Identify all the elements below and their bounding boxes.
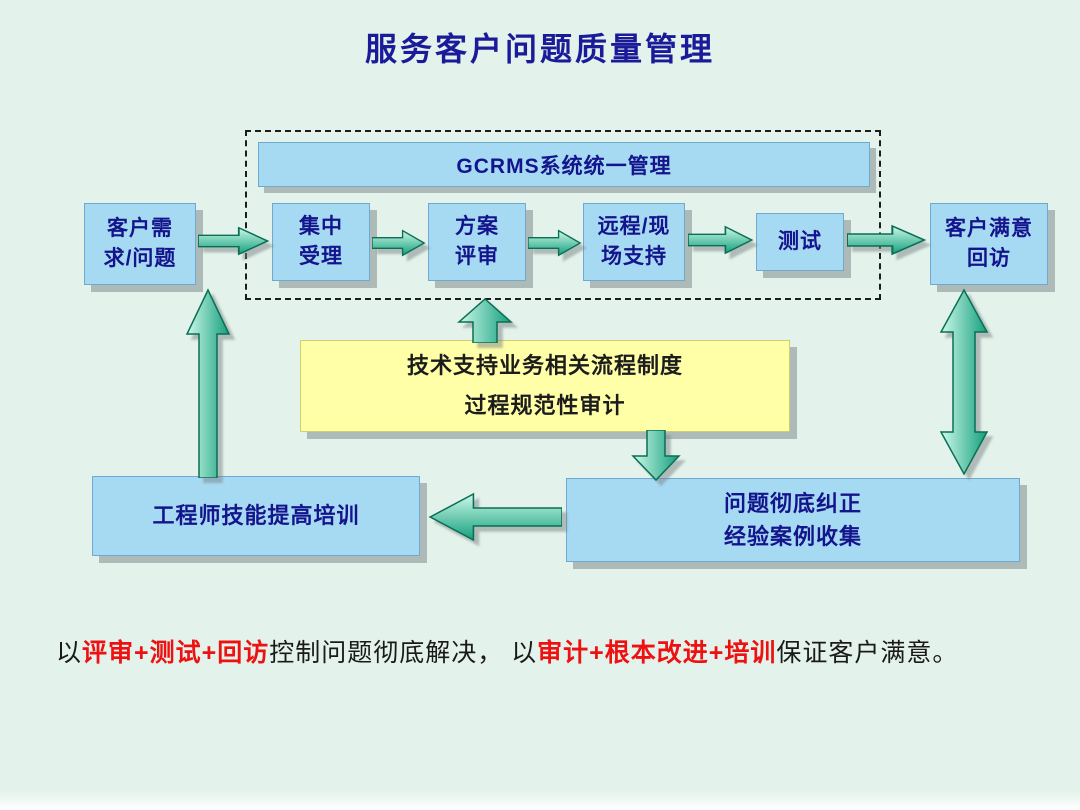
box-remote-onsite-support: 远程/现 场支持 bbox=[583, 203, 685, 281]
box-label-line: 过程规范性审计 bbox=[464, 392, 626, 418]
gcrms-header-bar: GCRMS系统统一管理 bbox=[258, 142, 870, 187]
summary-segment-emphasis: 评审+测试+回访 bbox=[82, 639, 270, 667]
gcrms-header-label: GCRMS系统统一管理 bbox=[456, 154, 672, 178]
arrow-training-to-need-icon bbox=[185, 288, 231, 478]
summary-segment: 以 bbox=[56, 639, 83, 667]
box-label-line: 回访 bbox=[967, 247, 1011, 270]
box-engineer-training: 工程师技能提高培训 bbox=[92, 476, 420, 556]
summary-segment: 控制问题彻底解决， 以 bbox=[269, 639, 538, 667]
arrow-flow-to-correction-icon bbox=[631, 430, 681, 482]
arrow-satisfaction-correction-two-way-icon bbox=[939, 288, 989, 476]
box-testing: 测试 bbox=[756, 213, 844, 271]
box-label-line: 求/问题 bbox=[103, 247, 177, 270]
box-label-line: 技术支持业务相关流程制度 bbox=[406, 353, 683, 379]
box-process-audit: 技术支持业务相关流程制度 过程规范性审计 bbox=[300, 340, 790, 432]
bottom-fade bbox=[0, 790, 1080, 810]
summary-segment: 保证客户满意。 bbox=[776, 639, 959, 667]
box-satisfaction-visit: 客户满意 回访 bbox=[930, 203, 1048, 285]
box-label-line: 评审 bbox=[455, 245, 499, 268]
box-label-line: 问题彻底纠正 bbox=[723, 491, 862, 516]
box-label-line: 工程师技能提高培训 bbox=[152, 503, 360, 529]
arrow-testing-to-satisfaction-icon bbox=[847, 224, 927, 256]
page-title: 服务客户问题质量管理 bbox=[364, 31, 715, 67]
box-label-line: 受理 bbox=[299, 245, 343, 268]
arrow-correction-to-training-icon bbox=[428, 492, 562, 542]
box-plan-review: 方案 评审 bbox=[428, 203, 526, 281]
box-label-line: 经验案例收集 bbox=[723, 524, 862, 549]
summary-segment-emphasis: 审计+根本改进+培训 bbox=[537, 639, 777, 667]
arrow-intake-to-review-icon bbox=[372, 229, 426, 257]
box-centralized-intake: 集中 受理 bbox=[272, 203, 370, 281]
box-label-line: 测试 bbox=[778, 229, 822, 253]
box-label-line: 场支持 bbox=[601, 245, 667, 268]
arrow-need-to-intake-icon bbox=[198, 226, 270, 256]
arrow-audit-to-gcrms-icon bbox=[457, 297, 513, 343]
box-label-line: 客户满意 bbox=[945, 216, 1033, 240]
box-label-line: 客户需 bbox=[107, 216, 173, 240]
box-customer-need: 客户需 求/问题 bbox=[84, 203, 196, 285]
summary-text: 以评审+测试+回访控制问题彻底解决， 以审计+根本改进+培训保证客户满意。 bbox=[56, 636, 1068, 671]
box-label-line: 远程/现 bbox=[597, 214, 671, 238]
arrow-review-to-remote-icon bbox=[528, 229, 582, 257]
gcrms-dashed-region bbox=[245, 130, 881, 300]
box-label-line: 集中 bbox=[299, 214, 343, 238]
arrow-remote-to-testing-icon bbox=[688, 225, 754, 255]
box-problem-correction: 问题彻底纠正 经验案例收集 bbox=[566, 478, 1020, 562]
box-label-line: 方案 bbox=[455, 214, 499, 238]
